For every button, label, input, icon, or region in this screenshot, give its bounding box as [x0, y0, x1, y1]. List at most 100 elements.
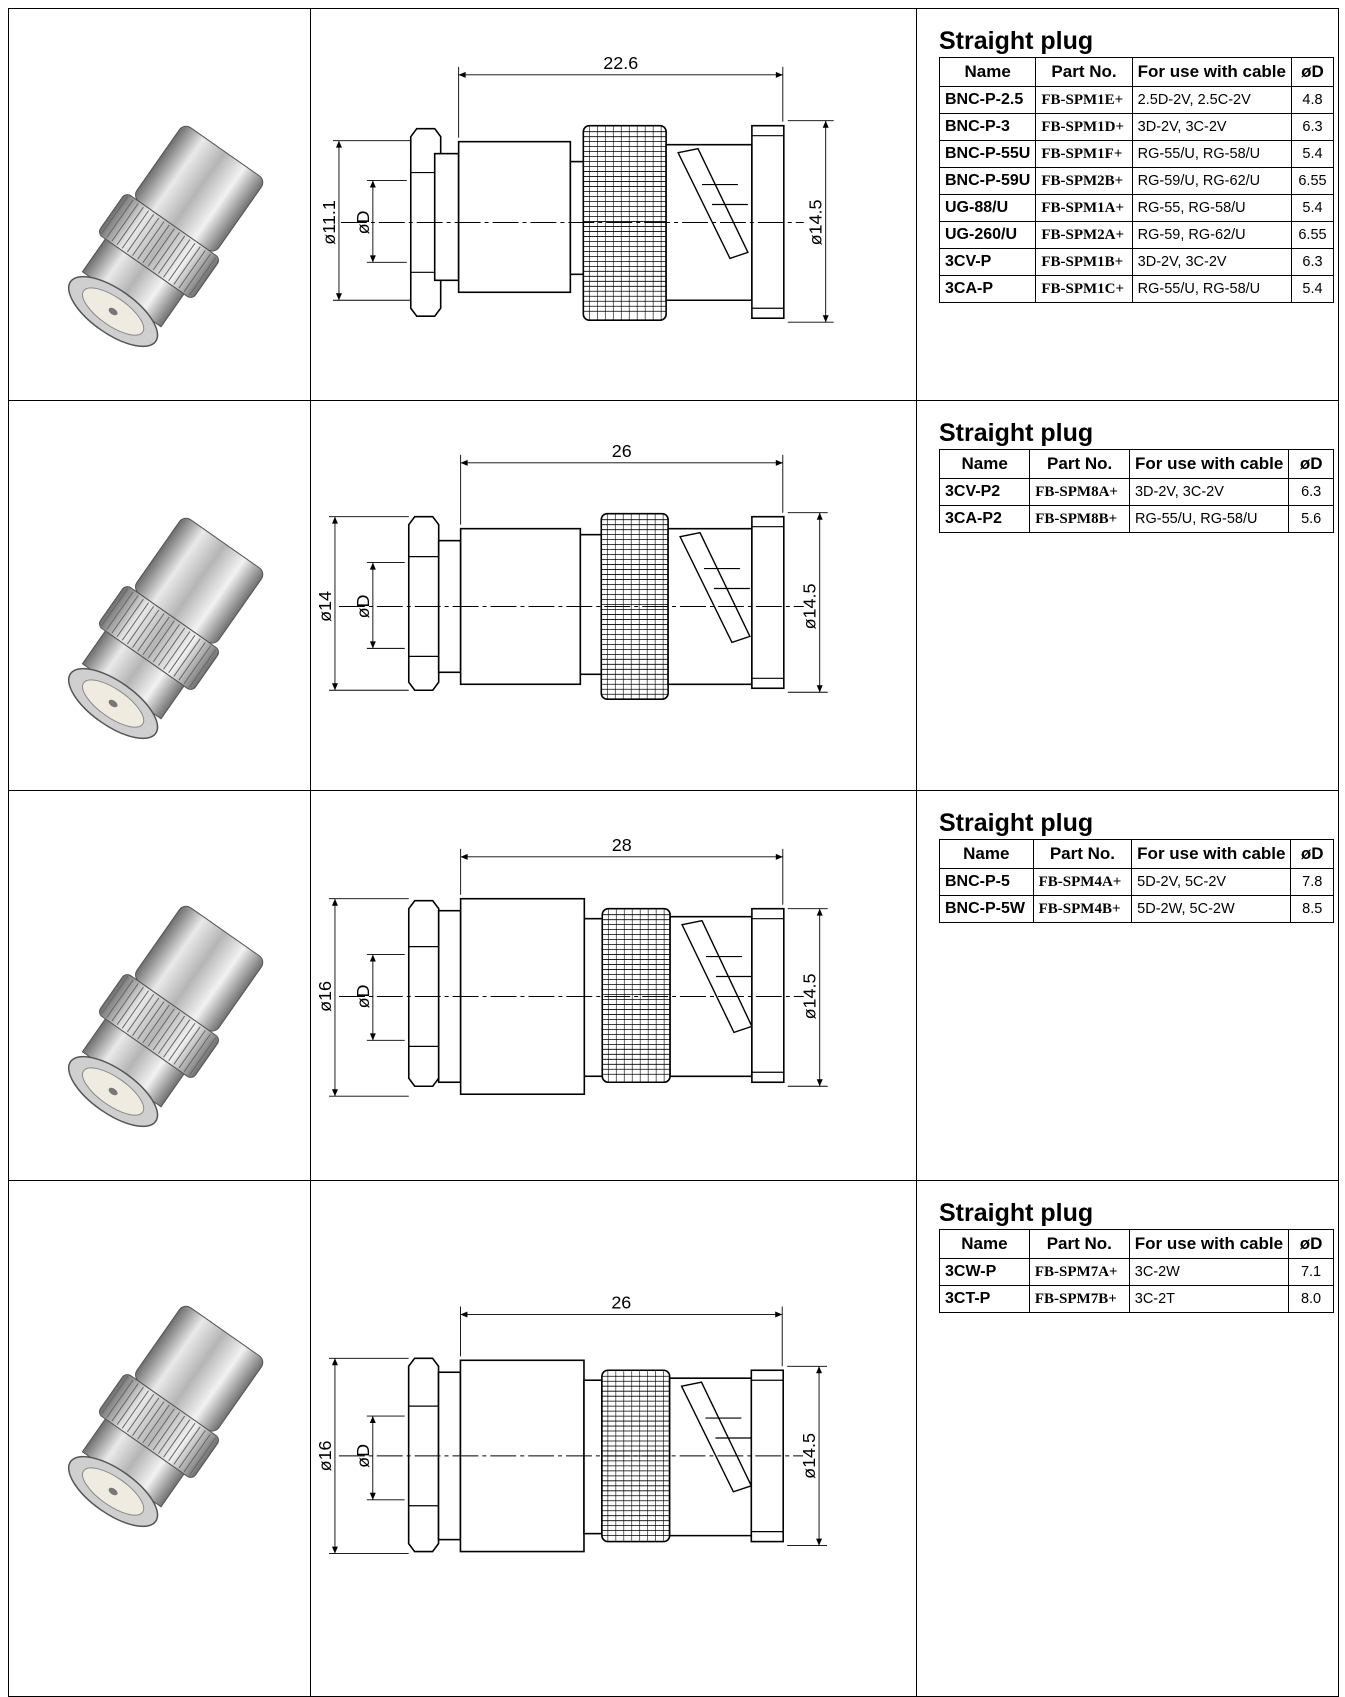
diameter-cell: 8.5: [1290, 895, 1334, 923]
column-header: Name: [939, 1229, 1030, 1259]
plug-diameter-label: ø14.5: [800, 974, 820, 1020]
body-diameter-label: ø16: [319, 1440, 335, 1471]
diameter-cell: 5.4: [1290, 140, 1335, 168]
part-number-cell: FB-SPM1E+: [1035, 86, 1133, 114]
column-header: Name: [939, 839, 1034, 869]
column-header: Part No.: [1032, 839, 1133, 869]
ring-outline: [579, 533, 603, 676]
column-header: For use with cable: [1128, 449, 1290, 479]
plug-diameter-label: ø14.5: [800, 584, 820, 630]
cable-cell: RG-59/U, RG-62/U: [1131, 167, 1292, 195]
cable-cell: RG-55/U, RG-58/U: [1131, 275, 1292, 303]
hex-nut-outline: [407, 1357, 440, 1553]
column-divider: [916, 401, 917, 790]
body-outline: [457, 140, 572, 294]
column-divider: [310, 9, 311, 400]
name-cell: BNC-P-5: [939, 868, 1034, 896]
diameter-cell: 5.4: [1290, 275, 1335, 303]
name-cell: 3CA-P: [938, 275, 1037, 303]
connector-photo-shape: [67, 517, 264, 740]
column-header: Part No.: [1029, 449, 1130, 479]
part-number-cell: FB-SPM1A+: [1035, 194, 1133, 222]
column-divider: [310, 401, 311, 790]
diameter-cell: 6.3: [1288, 478, 1334, 506]
tip-ring-outline: [751, 515, 785, 690]
cable-cell: 2.5D-2V, 2.5C-2V: [1131, 86, 1292, 114]
diameter-cell: 6.3: [1290, 113, 1335, 141]
column-divider: [916, 9, 917, 400]
name-cell: BNC-P-59U: [938, 167, 1037, 195]
part-number-cell: FB-SPM7B+: [1028, 1285, 1130, 1313]
diameter-cell: 6.55: [1290, 221, 1335, 249]
hex-nut-outline: [407, 899, 440, 1088]
section-title: Straight plug: [939, 419, 1094, 447]
column-header: For use with cable: [1131, 839, 1292, 869]
column-header: Name: [938, 449, 1031, 479]
name-cell: BNC-P-2.5: [938, 86, 1037, 114]
part-number-cell: FB-SPM2A+: [1035, 221, 1133, 249]
column-header: Part No.: [1028, 1229, 1130, 1259]
name-cell: UG-88/U: [938, 194, 1037, 222]
part-number-cell: FB-SPM1F+: [1035, 140, 1133, 168]
connector-photo-shape: [67, 1305, 264, 1528]
name-cell: 3CW-P: [939, 1258, 1030, 1286]
part-number-cell: FB-SPM1C+: [1035, 275, 1133, 303]
section-title: Straight plug: [939, 27, 1094, 55]
ring-outline: [569, 160, 585, 276]
body-diameter-label: ø16: [319, 981, 335, 1012]
diameter-cell: 6.3: [1290, 248, 1335, 276]
cable-cell: RG-55, RG-58/U: [1131, 194, 1292, 222]
section-title: Straight plug: [939, 809, 1094, 837]
cable-diameter-label: øD: [353, 594, 373, 618]
cable-cell: RG-59, RG-62/U: [1131, 221, 1292, 249]
column-header: øD: [1288, 1229, 1334, 1259]
diameter-cell: 8.0: [1288, 1285, 1334, 1313]
diameter-cell: 6.55: [1290, 167, 1335, 195]
connector-photo: [67, 125, 264, 348]
diameter-cell: 7.1: [1288, 1258, 1334, 1286]
diameter-cell: 5.6: [1288, 505, 1334, 533]
plug-diameter-label: ø14.5: [806, 199, 826, 245]
cable-diameter-label: øD: [353, 1444, 373, 1468]
body-diameter-label: ø11.1: [319, 200, 339, 245]
connector-photo-shape: [67, 125, 264, 348]
name-cell: 3CA-P2: [938, 505, 1031, 533]
diameter-cell: 7.8: [1290, 868, 1334, 896]
cable-cell: 5D-2V, 5C-2V: [1131, 868, 1292, 896]
body-diameter-label: ø14: [319, 591, 335, 622]
cable-diameter-label: øD: [353, 210, 373, 234]
column-divider: [310, 791, 311, 1180]
dimension-drawing: [338, 1357, 804, 1553]
cable-cell: 5D-2W, 5C-2W: [1131, 895, 1292, 923]
cable-cell: 3D-2V, 3C-2V: [1128, 478, 1290, 506]
name-cell: 3CT-P: [939, 1285, 1030, 1313]
name-cell: UG-260/U: [938, 221, 1037, 249]
column-header: øD: [1290, 839, 1334, 869]
connector-photo: [67, 1305, 264, 1528]
length-dimension-label: 26: [611, 1293, 631, 1313]
connector-photo-shape: [67, 905, 264, 1128]
name-cell: 3CV-P: [938, 248, 1037, 276]
bayonet-slot: [677, 147, 749, 260]
